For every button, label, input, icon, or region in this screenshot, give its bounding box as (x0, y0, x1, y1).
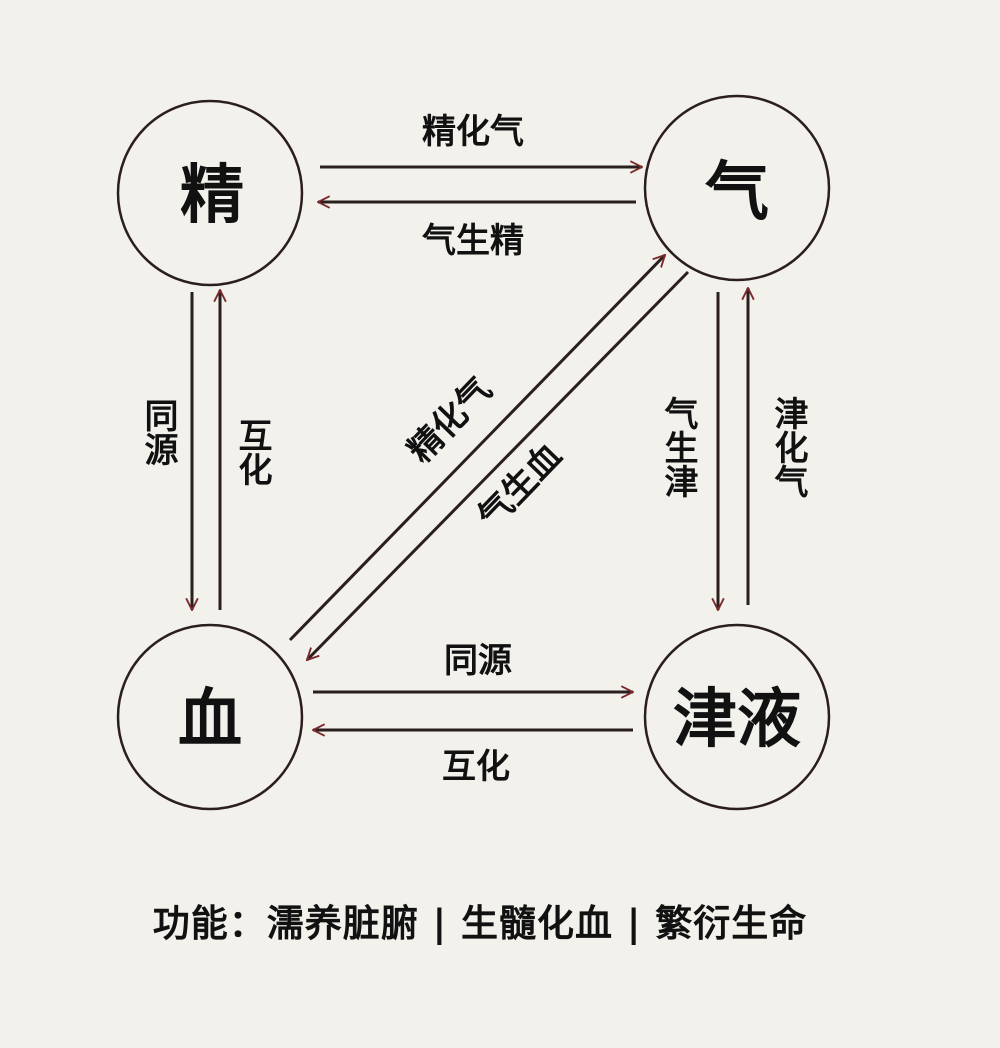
label-xue-jing-up: 互化 (232, 418, 272, 486)
node-xue: 血 (178, 683, 242, 757)
node-qi-circle (643, 94, 831, 282)
node-jing-circle (116, 99, 304, 287)
label-qi-to-jinye: 气生津 (658, 396, 699, 498)
node-jinye: 津液 (673, 683, 801, 757)
node-jinye-circle (643, 623, 831, 811)
label-xue-to-qi: 精化气 (400, 370, 500, 471)
label-jinye-to-qi: 津化气 (768, 396, 809, 498)
arrow-qi-to-xue (307, 270, 690, 660)
label-jing-xue-down: 同源 (138, 398, 178, 466)
label-qi-to-xue: 气生血 (470, 436, 570, 538)
node-xue-circle (116, 623, 304, 811)
node-jing: 精 (180, 159, 244, 233)
arrow-xue-to-qi (288, 255, 665, 642)
label-xue-to-jinye: 同源 (444, 641, 512, 681)
label-jinye-to-xue: 互化 (442, 747, 510, 787)
label-jing-to-qi: 精化气 (422, 112, 524, 152)
node-qi: 气 (705, 156, 769, 230)
label-qi-to-jing: 气生精 (421, 221, 524, 261)
function-caption: 功能：濡养脏腑 | 生髓化血 | 繁衍生命 (152, 902, 808, 945)
